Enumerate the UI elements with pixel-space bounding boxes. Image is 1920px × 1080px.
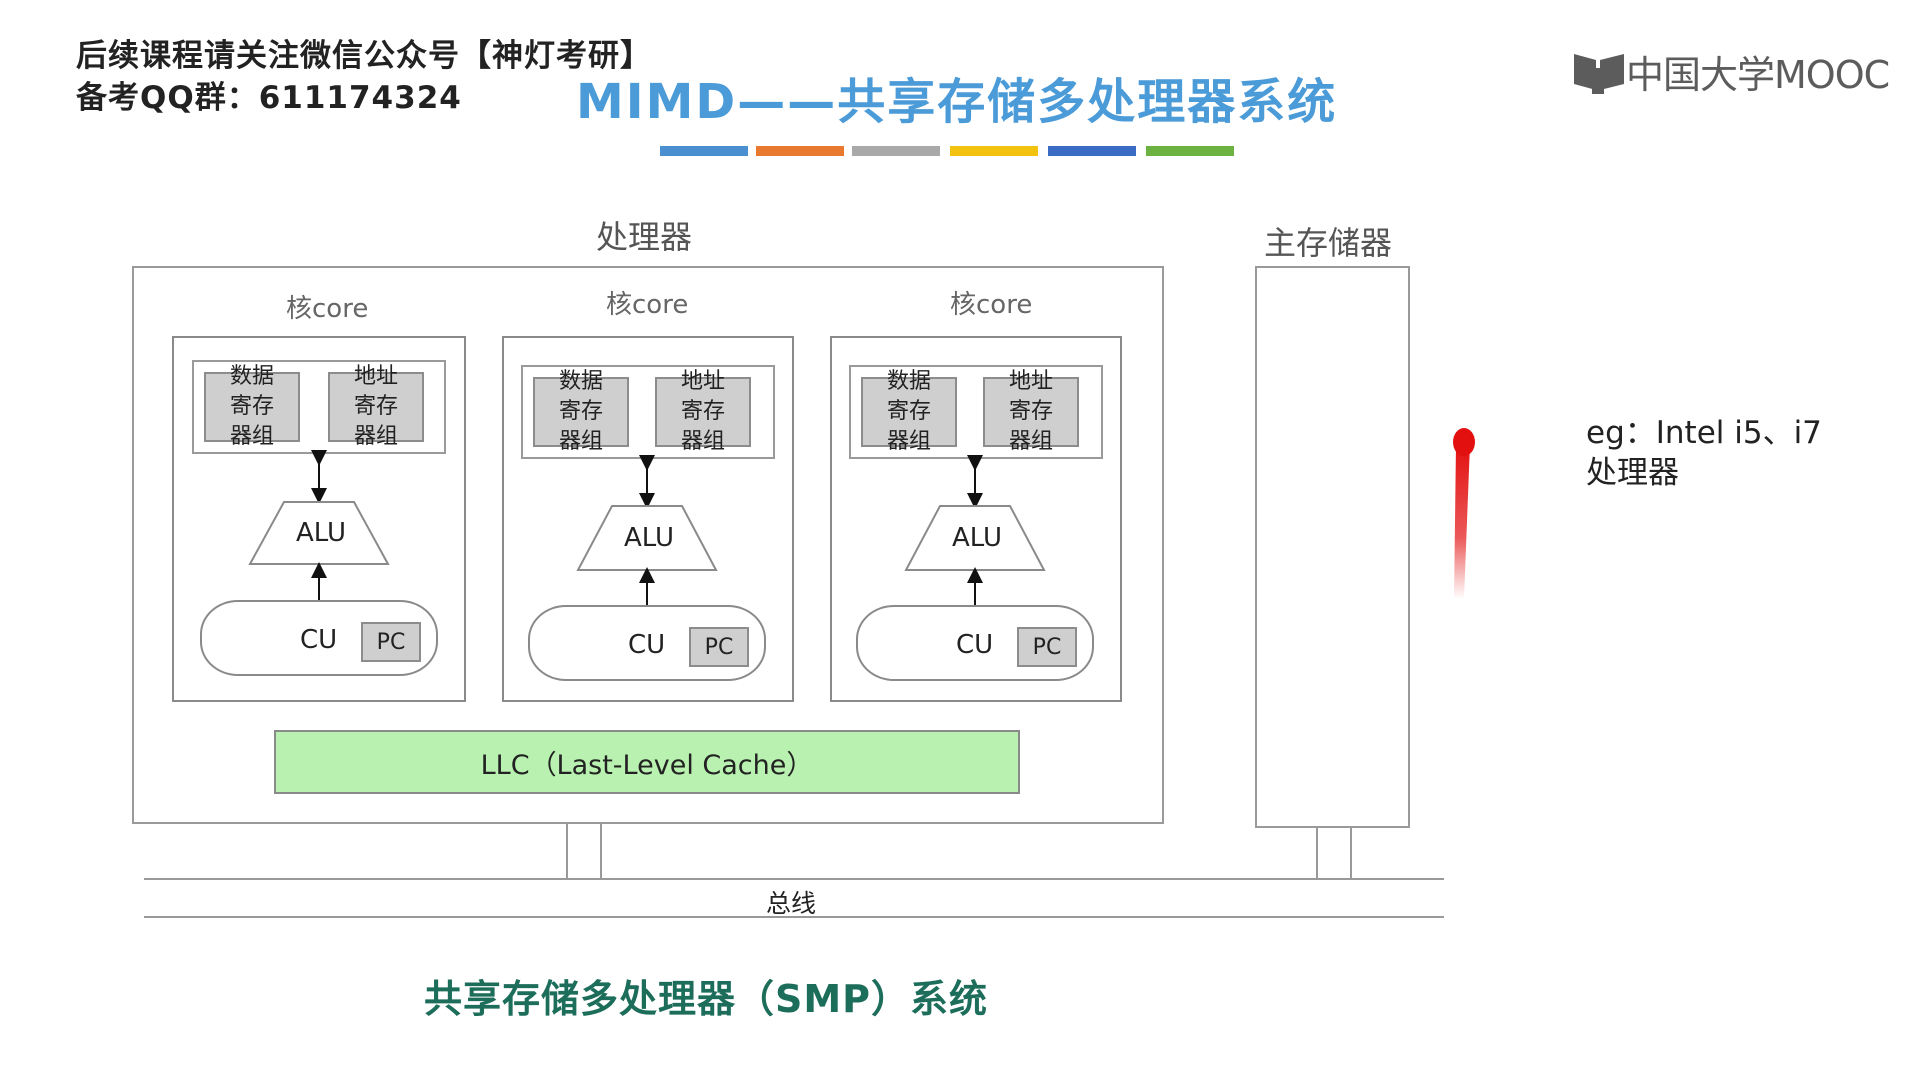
bus-bottom-line bbox=[144, 916, 1444, 918]
core-box bbox=[830, 336, 1122, 702]
main-memory-box bbox=[1255, 266, 1410, 828]
example-note-line2: 处理器 bbox=[1586, 455, 1679, 491]
alu-shape bbox=[248, 501, 390, 565]
core-label: 核core bbox=[606, 290, 689, 320]
pc-label: PC bbox=[1032, 634, 1062, 660]
alu-shape bbox=[904, 505, 1046, 571]
data-register-group: 数据寄存器组 bbox=[533, 369, 629, 454]
program-counter: PC bbox=[1017, 627, 1077, 667]
example-note-line1: eg：Intel i5、i7 bbox=[1586, 415, 1822, 451]
core-3-arrows-and-alu bbox=[904, 455, 1046, 605]
program-counter: PC bbox=[689, 627, 749, 667]
mooc-logo-text: 中国大学MOOC bbox=[1626, 53, 1890, 97]
control-unit bbox=[856, 605, 1094, 681]
memory-bus-connector bbox=[1316, 828, 1352, 878]
processor-label: 处理器 bbox=[596, 218, 693, 256]
address-register-label: 地址寄存器组 bbox=[353, 364, 398, 449]
core-1: 核core 数据寄存器组 地址寄存器组 ALU CU PC bbox=[170, 280, 466, 704]
bus-label: 总线 bbox=[766, 889, 817, 918]
data-register-group: 数据寄存器组 bbox=[204, 364, 300, 449]
address-register-group: 地址寄存器组 bbox=[655, 369, 751, 454]
core-1-arrows-and-alu bbox=[248, 450, 390, 600]
mooc-book-icon bbox=[1574, 53, 1624, 94]
core-2: 核core 数据寄存器组 地址寄存器组 ALU CU PC bbox=[498, 280, 794, 704]
main-memory-label: 主存储器 bbox=[1264, 224, 1393, 262]
alu-label: ALU bbox=[624, 523, 675, 553]
color-bar bbox=[756, 146, 844, 156]
core-3: 核core 数据寄存器组 地址寄存器组 ALU CU PC bbox=[826, 280, 1122, 704]
core-label: 核core bbox=[286, 294, 369, 324]
core-label: 核core bbox=[950, 290, 1033, 320]
color-bar bbox=[1146, 146, 1234, 156]
control-unit bbox=[528, 605, 766, 681]
data-register-group: 数据寄存器组 bbox=[861, 369, 957, 454]
title-color-bars bbox=[660, 146, 1234, 156]
wechat-notice: 后续课程请关注微信公众号【神灯考研】 bbox=[76, 38, 652, 74]
mooc-logo: 中国大学MOOC bbox=[1572, 44, 1890, 99]
diagram-caption: 共享存储多处理器（SMP）系统 bbox=[424, 977, 989, 1021]
data-register-label: 数据寄存器组 bbox=[229, 364, 274, 449]
core-2-arrows-and-alu bbox=[576, 455, 718, 605]
alu-shape bbox=[576, 505, 718, 571]
alu-label: ALU bbox=[296, 518, 347, 548]
color-bar bbox=[1048, 146, 1136, 156]
qq-group-notice: 备考QQ群：611174324 bbox=[76, 80, 462, 116]
llc-cache: LLC（Last-Level Cache） bbox=[274, 730, 1020, 794]
address-register-group: 地址寄存器组 bbox=[328, 364, 424, 449]
address-register-group: 地址寄存器组 bbox=[983, 369, 1079, 454]
processor-bus-connector bbox=[566, 824, 602, 878]
core-box bbox=[502, 336, 794, 702]
color-bar bbox=[950, 146, 1038, 156]
llc-label: LLC（Last-Level Cache） bbox=[480, 749, 814, 781]
program-counter: PC bbox=[361, 622, 421, 662]
address-register-label: 地址寄存器组 bbox=[680, 369, 725, 454]
slide-title: MIMD——共享存储多处理器系统 bbox=[576, 74, 1338, 130]
color-bar bbox=[852, 146, 940, 156]
data-register-label: 数据寄存器组 bbox=[558, 369, 603, 454]
alu-label: ALU bbox=[952, 523, 1003, 553]
address-register-label: 地址寄存器组 bbox=[1008, 369, 1053, 454]
pc-label: PC bbox=[704, 634, 734, 660]
pc-label: PC bbox=[376, 629, 406, 655]
core-box bbox=[172, 336, 466, 702]
cu-label: CU bbox=[956, 630, 994, 660]
red-pen-mark bbox=[1453, 428, 1475, 599]
control-unit bbox=[200, 600, 438, 676]
data-register-label: 数据寄存器组 bbox=[886, 369, 931, 454]
bus-top-line bbox=[144, 878, 1444, 880]
cu-label: CU bbox=[300, 625, 338, 655]
color-bar bbox=[660, 146, 748, 156]
cu-label: CU bbox=[628, 630, 666, 660]
